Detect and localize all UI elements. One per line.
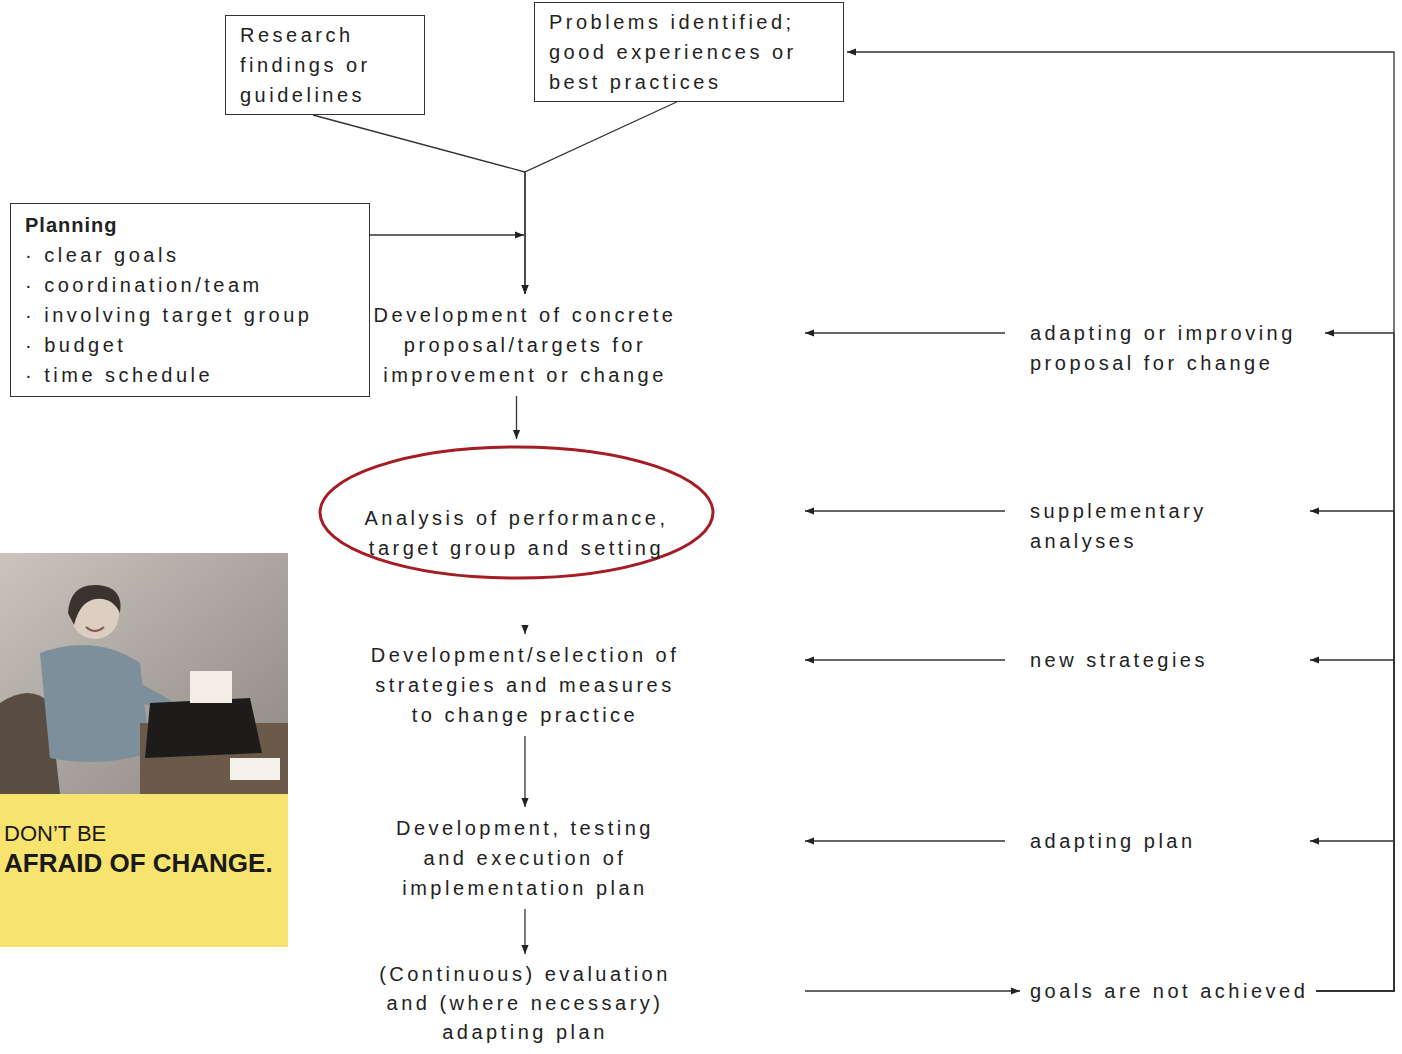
bullet-item: · clear goals	[25, 240, 355, 270]
feedback-step: supplementary analyses	[1030, 496, 1250, 556]
connector-arrow	[1310, 660, 1394, 991]
poster-slogan: DON’T BE	[4, 822, 106, 846]
woman-body	[40, 645, 150, 762]
connector-arrow	[847, 52, 1394, 991]
typewriter-paper	[190, 671, 232, 703]
node-text: Development/selection of strategies and …	[363, 640, 688, 730]
connector-arrow	[805, 332, 1005, 333]
process-step: (Continuous) evaluation and (where neces…	[375, 960, 675, 1047]
node-text: adapting plan	[1030, 826, 1196, 856]
connector-arrow	[524, 736, 525, 807]
photo-background	[0, 553, 288, 794]
poster-illustration	[0, 553, 288, 947]
bullet-item: · involving target group	[25, 300, 355, 330]
planning-box: Planning· clear goals· coordination/team…	[10, 203, 370, 397]
notepad	[230, 758, 280, 780]
process-step: Development/selection of strategies and …	[363, 640, 688, 730]
connector-arrow	[805, 990, 1020, 991]
node-text: Development, testing and execution of im…	[380, 813, 670, 903]
box-heading: Planning	[25, 210, 355, 240]
node-text: Problems identified; good experiences or…	[549, 7, 829, 97]
node-text: adapting or improving proposal for chang…	[1030, 318, 1315, 378]
connector-arrow	[516, 396, 517, 439]
process-step: Development of concrete proposal/targets…	[355, 300, 695, 390]
input-box: Research findings or guidelines	[225, 15, 425, 115]
node-text: (Continuous) evaluation and (where neces…	[375, 960, 675, 1047]
node-text: Research findings or guidelines	[240, 20, 410, 110]
poster-band	[0, 794, 288, 947]
node-text: Development of concrete proposal/targets…	[355, 300, 695, 390]
connector-arrow	[524, 626, 525, 634]
connector-arrow	[1316, 333, 1394, 991]
woman-smile	[86, 627, 104, 631]
highlighted-step: Analysis of performance, target group an…	[318, 445, 715, 620]
connector-arrow	[805, 840, 1005, 841]
woman-hair	[68, 585, 121, 625]
connector-arrow	[525, 102, 677, 294]
bullet-item: · time schedule	[25, 360, 355, 390]
poster-slogan: AFRAID OF CHANGE.	[4, 849, 273, 878]
connector-arrow	[805, 510, 1005, 511]
connector-arrow	[1310, 841, 1394, 991]
feedback-step: adapting or improving proposal for chang…	[1030, 318, 1315, 378]
connector-arrow	[370, 234, 524, 235]
highlight-ellipse	[320, 447, 713, 578]
node-text: new strategies	[1030, 645, 1208, 675]
feedback-step: goals are not achieved	[1030, 976, 1308, 1006]
bullet-item: · coordination/team	[25, 270, 355, 300]
connector-arrow	[805, 659, 1005, 660]
text-wrap: Analysis of performance, target group an…	[352, 445, 682, 620]
connector-arrow	[524, 909, 525, 954]
bullet-item: · budget	[25, 330, 355, 360]
typewriter	[145, 698, 262, 758]
connector-arrow	[1310, 511, 1394, 991]
node-text: supplementary analyses	[1030, 496, 1250, 556]
feedback-step: new strategies	[1030, 645, 1208, 675]
input-box: Problems identified; good experiences or…	[534, 2, 844, 102]
process-step: Development, testing and execution of im…	[380, 813, 670, 903]
feedback-step: adapting plan	[1030, 826, 1196, 856]
node-text: Analysis of performance, target group an…	[352, 503, 682, 563]
node-text: goals are not achieved	[1030, 976, 1308, 1006]
